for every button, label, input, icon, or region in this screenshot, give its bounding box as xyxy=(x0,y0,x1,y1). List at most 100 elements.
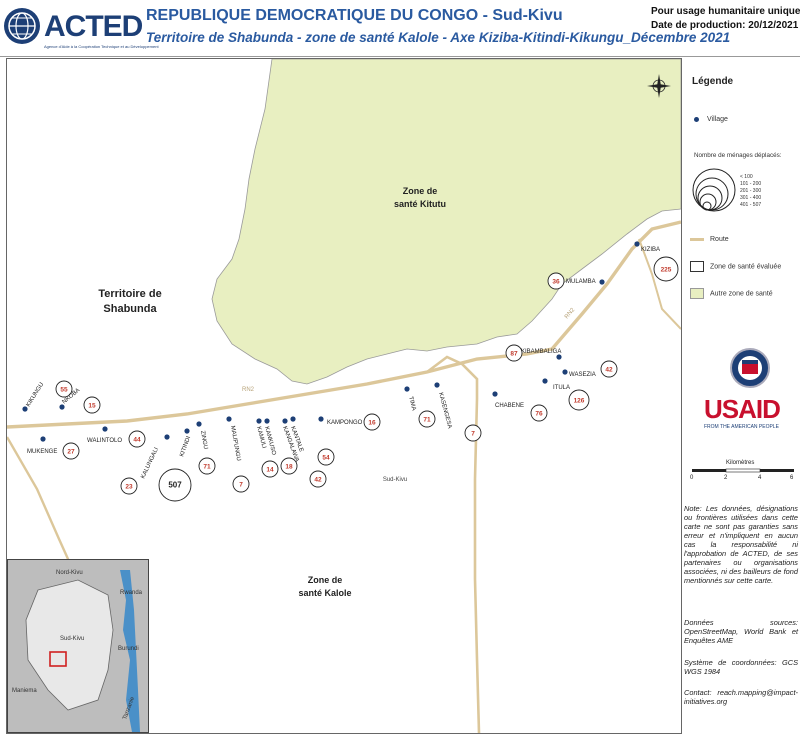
village-dot-icon xyxy=(694,116,699,122)
contact-info: Contact: reach.mapping@impact-initiative… xyxy=(684,688,798,706)
data-sources: Données sources: OpenStreetMap, World Ba… xyxy=(684,618,798,645)
inset-lake xyxy=(120,570,140,732)
household-circle-kalungali xyxy=(120,477,138,495)
household-count-kibambaliga: 87 xyxy=(510,351,518,358)
village-label-mulamba: MULAMBA xyxy=(566,279,596,285)
zone-kitutu-label-2: santé Kitutu xyxy=(394,199,446,209)
household-count-mukenge: 27 xyxy=(67,449,75,456)
road-rn2 xyxy=(7,220,681,429)
household-circle-mukenge xyxy=(62,442,80,460)
village-label-kikungu: KIKUNGU xyxy=(26,382,46,408)
household-count-kankuso: 18 xyxy=(285,464,293,471)
household-count-kitindi: 507 xyxy=(168,481,182,490)
village-dot-kikungu xyxy=(22,406,28,412)
territoire-label-2: Shabunda xyxy=(103,303,157,315)
household-circle-kasengesa xyxy=(464,424,482,442)
map-title: REPUBLIQUE DEMOCRATIQUE DU CONGO - Sud-K… xyxy=(146,7,563,24)
village-label-chabene: CHABENE xyxy=(495,403,524,409)
village-label-kitindi: KITINDI xyxy=(179,435,192,457)
household-circle-nkoba xyxy=(83,396,101,414)
village-dot-kasengesa xyxy=(434,382,440,388)
household-circle-kibambaliga xyxy=(505,344,523,362)
acted-globe-icon xyxy=(4,8,40,44)
household-count-kikungu: 55 xyxy=(60,387,68,394)
household-count-kantale: 54 xyxy=(322,455,330,462)
inset-nord-kivu: Nord-Kivu xyxy=(56,570,83,576)
scale-tick-2: 2 xyxy=(724,475,728,481)
household-circle-kamuli xyxy=(261,460,279,478)
disclaimer-note: Note: Les données, désignations ou front… xyxy=(684,504,798,585)
inset-focus-box xyxy=(49,651,67,667)
legend-title: Légende xyxy=(692,76,734,87)
village-label-kiziba: KIZIBA xyxy=(641,247,660,253)
household-count-wasezia: 42 xyxy=(605,367,613,374)
household-count-kangalawa: 42 xyxy=(314,477,322,484)
household-circle-itula xyxy=(568,389,590,411)
usaid-seal-icon xyxy=(730,348,770,388)
legend-class-1: < 100 xyxy=(740,174,753,180)
usage-note: Pour usage humanitaire uniquement xyxy=(651,6,800,17)
village-dot-mukenge xyxy=(40,436,46,442)
inset-sud-kivu-area xyxy=(25,579,114,711)
inset-burundi: Burundi xyxy=(118,646,139,652)
north-arrow-icon xyxy=(647,74,671,98)
village-dot-kangalawa xyxy=(282,418,288,424)
village-dot-chabene xyxy=(492,391,498,397)
inset-map-canvas: Nord-Kivu Rwanda Sud-Kivu Burundi Maniem… xyxy=(8,560,148,732)
acted-tagline: Agence d'Aide à la Coopération Technique… xyxy=(44,44,159,49)
legend-zone-evaluee-label: Zone de santé évaluée xyxy=(710,263,782,271)
inset-map: Nord-Kivu Rwanda Sud-Kivu Burundi Maniem… xyxy=(7,559,149,733)
village-label-mukenge: MUKENGE xyxy=(27,449,57,455)
household-count-nkoba: 15 xyxy=(88,403,96,410)
village-dot-wasezia xyxy=(562,369,568,375)
village-label-kibambaliga: KIBAMBALIGA xyxy=(521,349,561,355)
zone-kitutu-area xyxy=(211,59,681,385)
village-label-zingu: ZINGU xyxy=(199,430,208,449)
legend-households-title: Nombre de ménages déplacés: xyxy=(694,152,782,159)
household-circle-walintolo xyxy=(128,430,146,448)
scale-tick-6: 6 xyxy=(790,475,794,481)
village-dot-nkoba xyxy=(59,404,65,410)
legend-village: Village xyxy=(694,116,728,123)
village-label-wasezia: WASEZIA xyxy=(569,372,596,378)
village-dot-zingu xyxy=(196,421,202,427)
road-branch xyxy=(426,355,479,399)
legend-zone-evaluee: Zone de santé évaluée xyxy=(690,261,781,272)
household-count-kamuli: 14 xyxy=(266,467,274,474)
inset-rwanda: Rwanda xyxy=(120,590,143,596)
map-canvas: RN2 RN2 Zone de santé Kitutu Territoire … xyxy=(7,59,681,733)
village-dot-mulamba xyxy=(599,279,605,285)
coordinate-system: Système de coordonnées: GCS WGS 1984 xyxy=(684,658,798,676)
village-label-itula: ITULA xyxy=(553,385,570,391)
acted-wordmark: ACTED xyxy=(44,10,143,43)
production-date: Date de production: 20/12/2021 xyxy=(651,20,799,31)
household-count-malipungu: 7 xyxy=(239,482,243,489)
village-label-walintolo: WALINTOLO xyxy=(87,438,122,444)
household-circle-zingu xyxy=(198,457,216,475)
village-dot-kalungali xyxy=(164,434,170,440)
household-circle-wasezia xyxy=(600,360,618,378)
village-label-kalungali: KALUNGALI xyxy=(140,446,160,479)
legend-panel: Légende Village Nombre de ménages déplac… xyxy=(682,58,800,732)
zone-kalole-label-1: Zone de xyxy=(308,575,343,585)
province-label: Sud-Kivu xyxy=(383,477,407,483)
village-dot-malipungu xyxy=(226,416,232,422)
household-circle-kankuso xyxy=(280,457,298,475)
household-count-kampongo: 16 xyxy=(368,420,376,427)
household-circle-tima xyxy=(418,410,436,428)
household-circle-mulamba xyxy=(547,272,565,290)
map-subtitle: Territoire de Shabunda - zone de santé K… xyxy=(146,30,731,45)
legend-class-4: 301 - 400 xyxy=(740,195,761,201)
road-swatch-icon xyxy=(690,237,704,241)
village-label-kasengesa: KASENGESA xyxy=(437,392,452,429)
village-dot-kibambaliga xyxy=(556,354,562,360)
scale-tick-4: 4 xyxy=(758,475,762,481)
zone-evaluee-swatch-icon xyxy=(690,261,704,272)
village-dot-kitindi xyxy=(184,428,190,434)
legend-autre-zone-label: Autre zone de santé xyxy=(710,290,773,298)
map-header: ACTED Agence d'Aide à la Coopération Tec… xyxy=(0,0,800,57)
household-count-zingu: 71 xyxy=(203,464,211,471)
zone-kalole-boundary-west xyxy=(7,436,79,580)
village-label-kamuli: KAMULI xyxy=(255,426,267,449)
village-dot-kiziba xyxy=(634,241,640,247)
